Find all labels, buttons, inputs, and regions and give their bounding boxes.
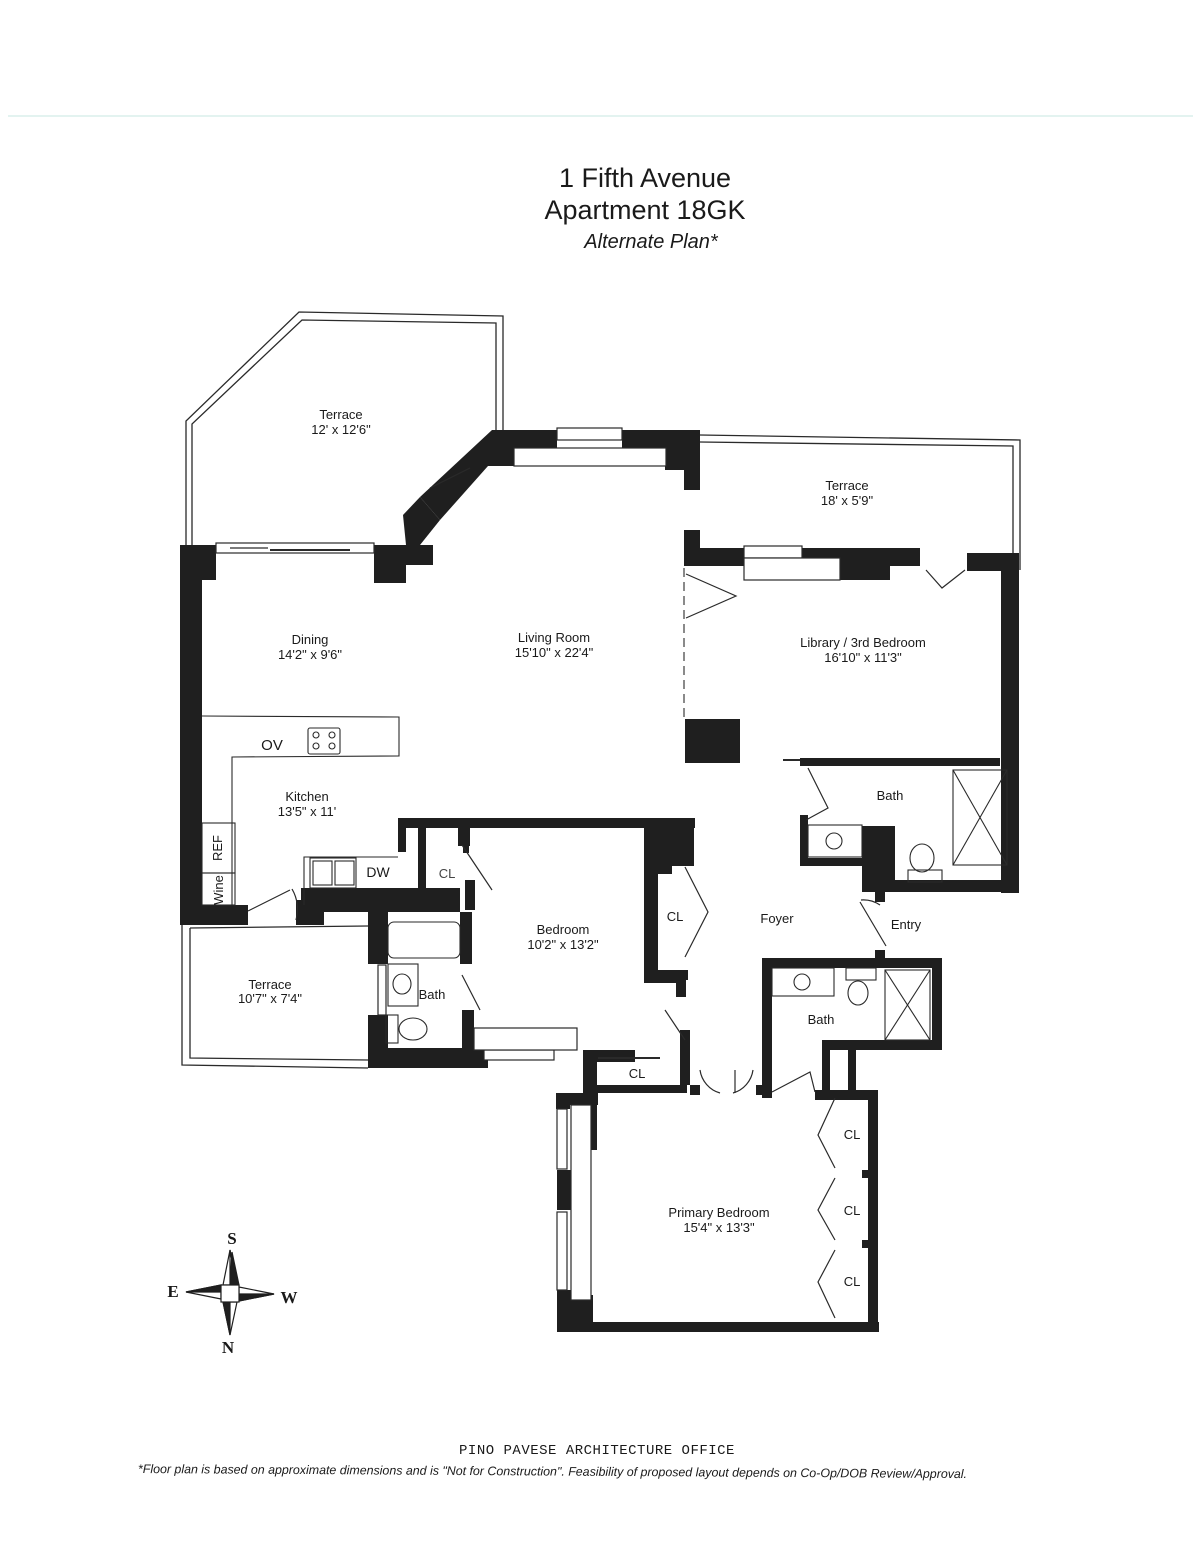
terrace-outlines (181, 311, 1021, 1069)
library-name: Library / 3rd Bedroom (800, 635, 926, 650)
terrace-nw-dims: 12' x 12'6" (311, 422, 371, 437)
terrace-sw-name: Terrace (248, 977, 291, 992)
bath-library-name: Bath (877, 788, 904, 803)
scan-artifact-line (8, 115, 1193, 117)
architect-credit: PINO PAVESE ARCHITECTURE OFFICE (459, 1443, 735, 1459)
closet-primary-2-label: CL (844, 1203, 861, 1218)
library-dims: 16'10" x 11'3" (824, 650, 902, 665)
building-address: 1 Fifth Avenue (558, 163, 732, 193)
interior-lines (201, 568, 1008, 1044)
refrigerator-label: REF (210, 835, 225, 861)
entry-name: Entry (891, 917, 922, 932)
terrace-sw-dims: 10'7" x 7'4" (238, 991, 302, 1006)
dining-name: Dining (292, 632, 329, 647)
compass-south-label: S (227, 1229, 236, 1248)
kitchen-name: Kitchen (285, 789, 328, 804)
wine-label: Wine (211, 875, 226, 905)
closet-kitchen-side-label: CL (439, 866, 456, 881)
terrace-ne-name: Terrace (825, 478, 868, 493)
closet-primary-1-label: CL (844, 1127, 861, 1142)
kitchen-dims: 13'5" x 11' (278, 804, 337, 819)
terrace-ne-dims: 18' x 5'9" (821, 493, 874, 508)
primary-bedroom-name: Primary Bedroom (668, 1205, 769, 1220)
foyer-name: Foyer (760, 911, 794, 926)
terrace-nw-name: Terrace (319, 407, 362, 422)
compass-east-label: E (167, 1282, 178, 1301)
fixture-labels: OV DW REF Wine (210, 737, 390, 905)
room-labels: Terrace 12' x 12'6" Terrace 18' x 5'9" D… (238, 407, 926, 1235)
walls (180, 430, 1019, 1332)
bath-primary-name: Bath (808, 1012, 835, 1027)
compass-north-label: N (222, 1338, 235, 1357)
apartment-number: Apartment 18GK (544, 195, 746, 225)
closet-primary-3-label: CL (844, 1274, 861, 1289)
living-room-name: Living Room (518, 630, 590, 645)
dining-dims: 14'2" x 9'6" (278, 647, 342, 662)
primary-bedroom-dims: 15'4" x 13'3" (683, 1220, 755, 1235)
doors (247, 569, 966, 1319)
dishwasher-label: DW (366, 864, 390, 880)
bedroom-name: Bedroom (537, 922, 590, 937)
living-room-dims: 15'10" x 22'4" (515, 645, 594, 660)
bedroom-dims: 10'2" x 13'2" (527, 937, 599, 952)
closet-labels: CL CL CL CL CL CL (439, 866, 861, 1289)
closet-foyer-label: CL (667, 909, 684, 924)
compass-west-label: W (281, 1288, 298, 1307)
windows (215, 427, 841, 1301)
compass-rose: S N E W (167, 1229, 297, 1357)
compass-star-icon (185, 1249, 275, 1336)
closet-bedroom-south-label: CL (629, 1066, 646, 1081)
bath-bedroom-name: Bath (419, 987, 446, 1002)
plan-subtitle: Alternate Plan* (584, 231, 718, 253)
oven-label: OV (261, 737, 283, 754)
